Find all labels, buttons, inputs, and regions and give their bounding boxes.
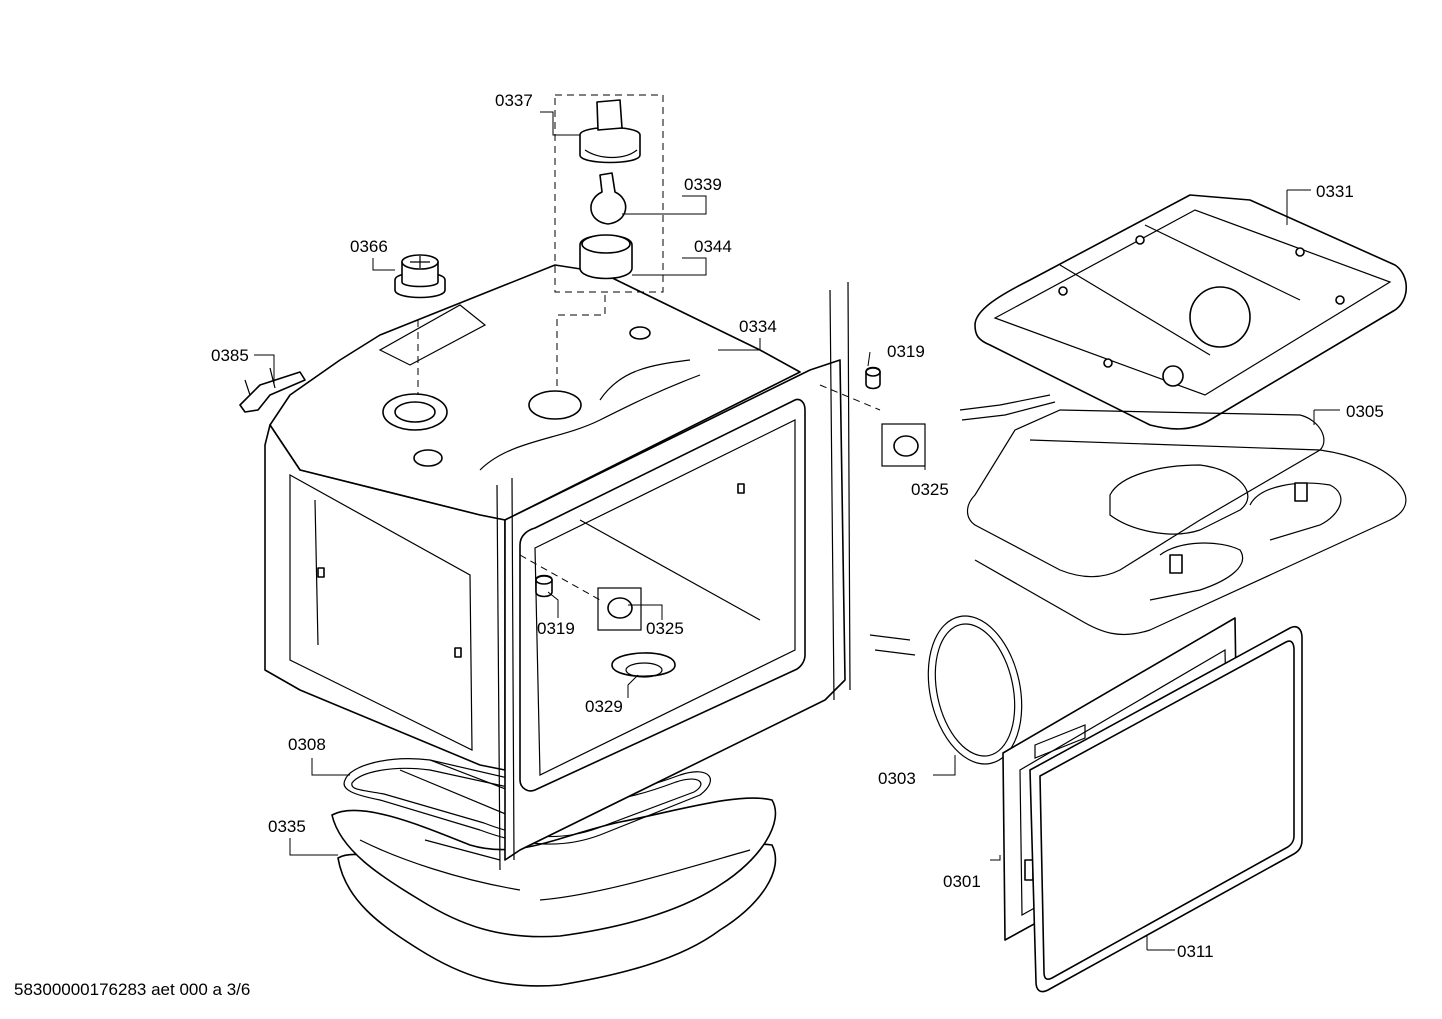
label-0319-upper: 0319 [887,342,925,361]
label-0337: 0337 [495,91,533,110]
label-0329: 0329 [585,697,623,716]
oven-cavity-0334 [264,264,851,871]
bottom-heating-element-0308 [343,758,711,861]
label-0325-lower: 0325 [646,619,684,638]
label-0311: 0311 [1177,942,1214,961]
top-cover-0331 [974,194,1408,430]
label-0305: 0305 [1346,402,1384,421]
label-0331: 0331 [1316,182,1354,201]
fastener-0319-lower [535,574,553,598]
label-0319-lower: 0319 [537,619,575,638]
knob-0325-lower [597,587,642,631]
label-0325-upper: 0325 [911,480,949,499]
door-seal-0311 [1029,625,1303,993]
fastener-0319-upper [865,366,881,390]
label-0301: 0301 [943,872,981,891]
label-0335: 0335 [268,817,306,836]
knob-0325-upper [881,423,926,467]
label-0366: 0366 [350,237,388,256]
grill-element-0305 [959,394,1407,636]
label-0334: 0334 [739,317,777,336]
lamp-assembly-0337 [554,94,664,293]
fan-ring-0329 [611,652,676,678]
leader-lines [254,111,1340,951]
label-0385: 0385 [211,346,249,365]
ring-heating-element-0303 [869,615,1023,765]
document-id: 58300000176283 aet 000 a 3/6 [14,980,251,999]
label-0303: 0303 [878,769,916,788]
label-0308: 0308 [288,735,326,754]
insulation-mat-0335 [331,797,777,987]
label-0344: 0344 [694,237,732,256]
fan-cap-0366 [394,254,446,299]
part-number-labels: 0337 0339 0344 0366 0385 0334 0319 0325 … [211,91,1384,961]
label-0339: 0339 [684,175,722,194]
